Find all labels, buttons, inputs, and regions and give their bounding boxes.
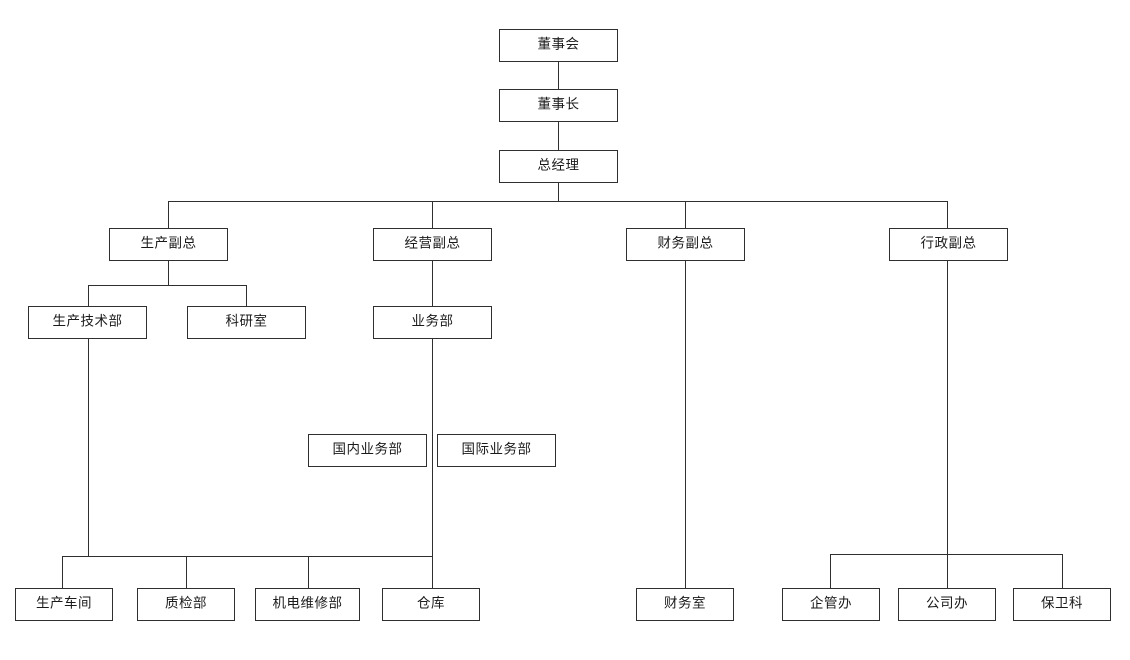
connector-chairman-to-gm: [558, 122, 559, 150]
org-node-label-research-lab: 科研室: [225, 313, 268, 330]
org-node-label-intl-business: 国际业务部: [461, 441, 532, 458]
org-node-label-vp-operations: 经营副总: [404, 235, 461, 252]
connector-bus-to-maintenance: [308, 556, 309, 588]
connector-board-to-chairman: [558, 62, 559, 89]
connector-bus-to-security: [1062, 554, 1063, 588]
connector-bus-to-vp-finance: [685, 201, 686, 228]
connector-bus-to-company-office: [947, 554, 948, 588]
org-node-intl-business[interactable]: 国际业务部: [437, 434, 556, 467]
org-node-label-chairman: 董事长: [537, 96, 580, 113]
connector-vp-finance-long-drop: [685, 261, 686, 588]
org-node-workshop[interactable]: 生产车间: [15, 588, 113, 621]
org-node-vp-production[interactable]: 生产副总: [109, 228, 228, 261]
org-node-chairman[interactable]: 董事长: [499, 89, 618, 122]
org-node-label-warehouse: 仓库: [417, 595, 445, 612]
connector-bus-to-vp-admin: [947, 201, 948, 228]
connector-bus-to-research-lab: [246, 285, 247, 306]
org-node-label-vp-production: 生产副总: [140, 235, 197, 252]
connector-vp-admin-long-drop: [947, 261, 948, 588]
connector-vp-production-drop: [168, 261, 169, 285]
org-node-label-prod-tech-dept: 生产技术部: [52, 313, 123, 330]
org-node-label-security-dept: 保卫科: [1041, 595, 1083, 612]
connector-bus-to-vp-operations: [432, 201, 433, 228]
org-node-security-dept[interactable]: 保卫科: [1013, 588, 1111, 621]
org-node-finance-office[interactable]: 财务室: [636, 588, 734, 621]
org-node-label-enterprise-mgmt: 企管办: [810, 595, 852, 612]
org-node-label-vp-finance: 财务副总: [657, 235, 714, 252]
connector-bus-to-vp-production: [168, 201, 169, 228]
org-node-quality-dept[interactable]: 质检部: [137, 588, 235, 621]
org-node-label-business-dept: 业务部: [411, 313, 454, 330]
org-node-label-maintenance-dept: 机电维修部: [272, 595, 343, 612]
connector-business-long-drop: [432, 339, 433, 556]
connector-bus-to-workshop: [62, 556, 63, 588]
org-node-prod-tech-dept[interactable]: 生产技术部: [28, 306, 147, 339]
connector-shopfloor-bus: [62, 556, 433, 557]
org-node-label-company-office: 公司办: [926, 595, 968, 612]
connector-production-bus: [88, 285, 247, 286]
org-node-vp-operations[interactable]: 经营副总: [373, 228, 492, 261]
org-node-label-vp-admin: 行政副总: [920, 235, 977, 252]
connector-admin-bus: [830, 554, 1063, 555]
connector-vp-operations-to-business: [432, 261, 433, 306]
org-node-label-workshop: 生产车间: [36, 595, 92, 612]
org-node-vp-admin[interactable]: 行政副总: [889, 228, 1008, 261]
connector-prod-tech-long-drop: [88, 339, 89, 556]
org-node-enterprise-mgmt[interactable]: 企管办: [782, 588, 880, 621]
org-node-vp-finance[interactable]: 财务副总: [626, 228, 745, 261]
org-node-general-manager[interactable]: 总经理: [499, 150, 618, 183]
org-node-label-quality-dept: 质检部: [165, 595, 207, 612]
org-node-company-office[interactable]: 公司办: [898, 588, 996, 621]
org-node-label-finance-office: 财务室: [664, 595, 706, 612]
org-node-warehouse[interactable]: 仓库: [382, 588, 480, 621]
org-node-board[interactable]: 董事会: [499, 29, 618, 62]
org-node-label-general-manager: 总经理: [537, 157, 580, 174]
org-node-domestic-business[interactable]: 国内业务部: [308, 434, 427, 467]
org-node-label-domestic-business: 国内业务部: [332, 441, 403, 458]
org-node-research-lab[interactable]: 科研室: [187, 306, 306, 339]
connector-bus-to-enterprise-mgmt: [830, 554, 831, 588]
connector-gm-bus: [168, 201, 948, 202]
org-node-label-board: 董事会: [537, 36, 580, 53]
connector-bus-to-warehouse: [432, 556, 433, 588]
connector-bus-to-prod-tech: [88, 285, 89, 306]
connector-bus-to-quality: [186, 556, 187, 588]
connector-gm-drop: [558, 183, 559, 202]
org-node-business-dept[interactable]: 业务部: [373, 306, 492, 339]
org-node-maintenance-dept[interactable]: 机电维修部: [255, 588, 360, 621]
